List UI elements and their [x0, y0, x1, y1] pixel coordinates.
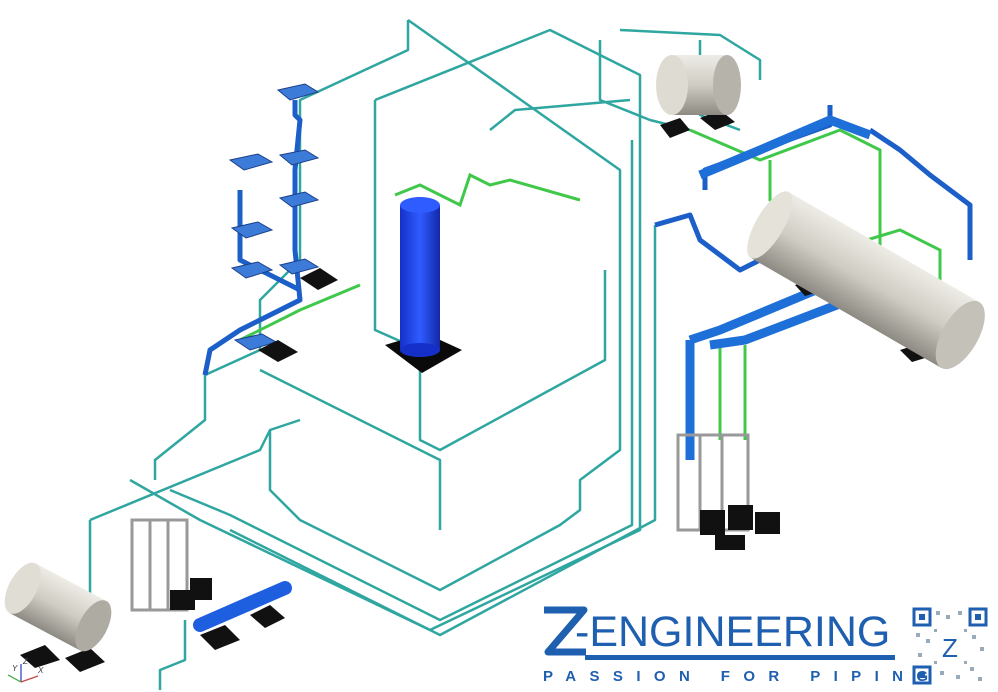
pump-skid-left-motors	[170, 578, 212, 610]
vertical-column-vessel	[385, 197, 462, 373]
logo-underline	[585, 655, 895, 660]
logo-tagline: PASSION FOR PIPING	[543, 668, 942, 685]
large-blue-pipe	[193, 581, 292, 632]
platforms	[228, 83, 320, 351]
foundation-blocks	[20, 110, 935, 672]
axis-triad	[7, 664, 39, 683]
axis-z-label: Z	[23, 657, 28, 666]
green-pipe-segments	[239, 128, 942, 440]
horizontal-drum-bottom	[4, 562, 112, 652]
axis-x-label: X	[38, 666, 44, 675]
horizontal-drum-top	[656, 55, 741, 115]
pump-skid-right-motors	[700, 505, 780, 550]
axis-y-label: Y	[12, 664, 18, 673]
logo-brand-text: -ENGINEERING	[575, 608, 891, 656]
qr-code: Z	[912, 607, 988, 685]
pump-skid-left	[130, 518, 189, 612]
qr-letter: Z	[942, 633, 958, 663]
large-horizontal-vessel	[747, 191, 985, 370]
logo-z-mark	[544, 606, 588, 656]
